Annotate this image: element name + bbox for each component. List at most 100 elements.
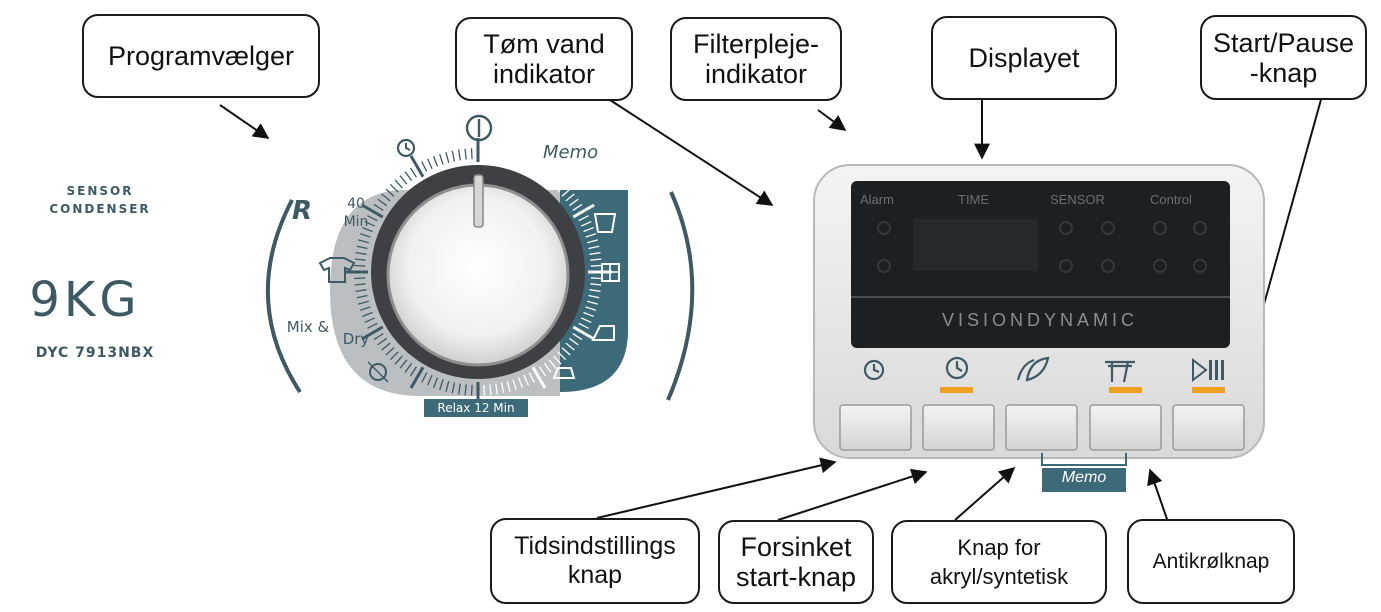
callout-akryl: Knap for akryl/syntetisk — [891, 520, 1107, 604]
delayed-start-button[interactable] — [922, 404, 995, 451]
dial-minor-tick — [432, 377, 439, 388]
dial-minor-tick — [578, 215, 589, 222]
display-sensor-label: SENSOR — [1050, 192, 1105, 207]
dial-minor-tick — [586, 300, 598, 305]
dial-minor-tick — [399, 359, 408, 369]
display-faint-icons — [877, 221, 1207, 273]
dial-minor-tick — [588, 245, 600, 250]
play-pause-icon — [1192, 357, 1224, 383]
brand-line1: SENSOR — [66, 184, 134, 198]
dial-minor-tick — [354, 264, 366, 267]
dial-minor-tick — [557, 183, 567, 193]
dial-minor-tick — [590, 283, 602, 286]
dial-minor-tick — [377, 198, 387, 207]
dial-minor-tick — [355, 251, 367, 255]
arrow-programvaelger — [219, 104, 270, 139]
arrow-forsinket — [777, 468, 928, 521]
dial-minor-tick — [377, 337, 387, 346]
dial-minor-tick — [565, 342, 575, 351]
dial-minor-tick — [409, 366, 418, 377]
dial-minor-tick — [354, 258, 366, 261]
dial-minor-tick — [517, 377, 524, 388]
arrow-filterpleje — [817, 109, 847, 131]
dial-major-tick — [361, 325, 384, 341]
callout-displayet: Displayet — [931, 16, 1117, 100]
dial-minor-tick — [495, 149, 499, 161]
dial-40-unit: Min — [343, 214, 369, 230]
anti-crease-icon — [1105, 360, 1135, 383]
dial-minor-tick — [464, 384, 467, 396]
arrow-toem-vand — [609, 99, 774, 206]
dial-minor-tick — [586, 239, 598, 244]
display-time-segment — [913, 219, 1038, 271]
dial-left-bracket — [265, 199, 302, 394]
dial-minor-tick — [548, 359, 557, 369]
dial-minor-tick — [426, 374, 433, 386]
callout-toem-vand: Tøm vand indikator — [455, 17, 633, 101]
dial-minor-tick — [399, 175, 408, 185]
dial-minor-tick — [583, 311, 594, 318]
bucket-icon — [593, 213, 617, 233]
dial-minor-tick — [457, 149, 461, 161]
dial-minor-tick — [500, 150, 505, 162]
anti-crease-button[interactable] — [1089, 404, 1162, 451]
dial-minor-tick — [557, 351, 567, 361]
indicator-delayed-start — [940, 387, 973, 393]
dial-minor-tick — [569, 337, 579, 346]
callout-forsinket: Forsinket start-knap — [718, 520, 874, 604]
callout-filterpleje: Filterpleje- indikator — [670, 17, 842, 101]
callout-start-pause: Start/Pause -knap — [1200, 15, 1367, 100]
dial-major-tick — [572, 203, 595, 219]
iron-icon — [591, 325, 615, 341]
dial-minor-tick — [355, 289, 367, 293]
dial-relax-label: Relax 12 Min — [424, 399, 528, 417]
dial-minor-tick — [561, 347, 571, 356]
wool-icon — [367, 361, 389, 383]
dial-minor-tick — [445, 380, 450, 392]
feather-icon — [1016, 356, 1050, 382]
dial-minor-tick — [381, 342, 391, 351]
timer-button[interactable] — [839, 404, 912, 451]
dial-minor-tick — [373, 203, 384, 212]
brand-line2: CONDENSER — [49, 202, 151, 216]
dial-minor-tick — [585, 233, 597, 238]
dial-minor-tick — [489, 148, 492, 160]
indicator-start-pause — [1192, 387, 1225, 393]
dial-minor-tick — [381, 193, 391, 202]
dial-minor-tick — [572, 332, 583, 341]
start-pause-button[interactable] — [1172, 404, 1245, 451]
arrow-antikroel — [1147, 468, 1169, 523]
dial-minor-tick — [506, 152, 511, 164]
dial-pointer — [473, 174, 484, 228]
synthetic-button[interactable] — [1005, 404, 1078, 451]
dial-minor-tick — [451, 382, 456, 394]
dial-minor-tick — [495, 383, 499, 395]
dial-minor-tick — [528, 161, 535, 172]
dial-minor-tick — [359, 306, 371, 311]
dial-minor-tick — [543, 171, 552, 181]
arrow-tidsindstilling — [596, 457, 837, 519]
dial-minor-tick — [358, 300, 370, 305]
dial-minor-tick — [404, 363, 413, 373]
dial-minor-tick — [432, 156, 439, 167]
dial-minor-tick — [439, 379, 444, 391]
brand-capacity: 9KG — [29, 272, 141, 328]
memo-tag-bg — [1042, 468, 1126, 492]
dial-minor-tick — [538, 167, 547, 178]
dial-minor-tick — [367, 322, 378, 329]
dial-minor-tick — [580, 317, 592, 324]
dial-minor-tick — [358, 239, 370, 244]
dial-minor-tick — [523, 374, 530, 386]
dial-minor-tick — [517, 156, 524, 167]
dial-minor-tick — [359, 233, 371, 238]
dial-minor-tick — [500, 382, 505, 394]
dial-major-tick — [361, 203, 384, 219]
dial-major-tick — [572, 325, 595, 341]
shirt-icon — [318, 257, 356, 283]
dial-minor-tick — [561, 188, 571, 197]
dial-minor-tick — [512, 153, 517, 165]
display-alarm-label: Alarm — [860, 192, 894, 207]
dial-minor-tick — [483, 384, 486, 396]
